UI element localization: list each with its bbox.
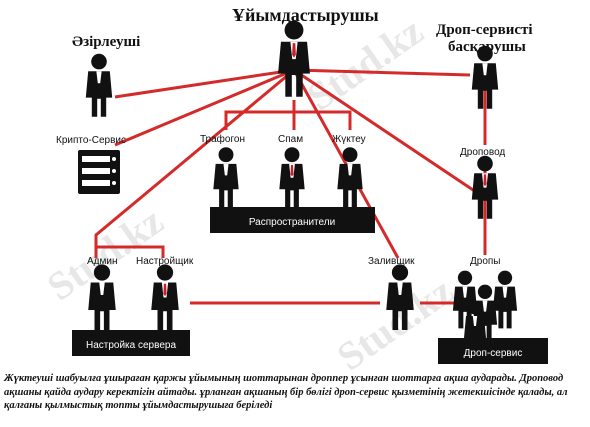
distributors-label: Распространители bbox=[249, 217, 335, 228]
preparer-title: Әзірлеуші bbox=[72, 34, 141, 50]
server-stack-icon bbox=[78, 150, 120, 194]
admin-figure bbox=[88, 264, 116, 330]
drop-service-manager-title-line1: Дроп-сервисті bbox=[436, 22, 533, 38]
trafogon-figure bbox=[213, 147, 239, 208]
zhukteu-label: Жүктеу bbox=[332, 134, 366, 145]
organizers-title: Ұйымдастырушы bbox=[232, 5, 379, 25]
organizer-figure bbox=[278, 20, 310, 97]
drops-label: Дропы bbox=[470, 256, 501, 267]
zalivshchik-figure bbox=[386, 264, 414, 330]
nastroyshchik-label: Настройщик bbox=[136, 256, 194, 267]
drop-service-manager-title-line2: басқарушы bbox=[448, 39, 526, 55]
trafogon-label: Трафогон bbox=[200, 134, 245, 145]
nastroyshchik-figure bbox=[151, 264, 179, 330]
drop-service-box: Дроп-сервис bbox=[438, 338, 548, 364]
admin-label: Админ bbox=[87, 256, 118, 267]
server-setup-box: Настройка сервера bbox=[72, 330, 190, 356]
drop-service-label: Дроп-сервис bbox=[464, 348, 523, 359]
dropovod-label: Дроповод bbox=[460, 147, 506, 158]
spam-figure bbox=[279, 147, 305, 208]
distributors-box: Распространители bbox=[210, 207, 375, 233]
diagram-caption: Жүктеуші шабуылға ұшыраған қаржы ұйымыны… bbox=[4, 373, 568, 411]
zalivshchik-label: Заливщик bbox=[368, 256, 415, 267]
preparer-figure bbox=[85, 53, 113, 117]
server-setup-label: Настройка сервера bbox=[86, 340, 176, 351]
crypto-service-label: Крипто-Сервис bbox=[56, 135, 126, 146]
spam-label: Спам bbox=[278, 134, 304, 145]
